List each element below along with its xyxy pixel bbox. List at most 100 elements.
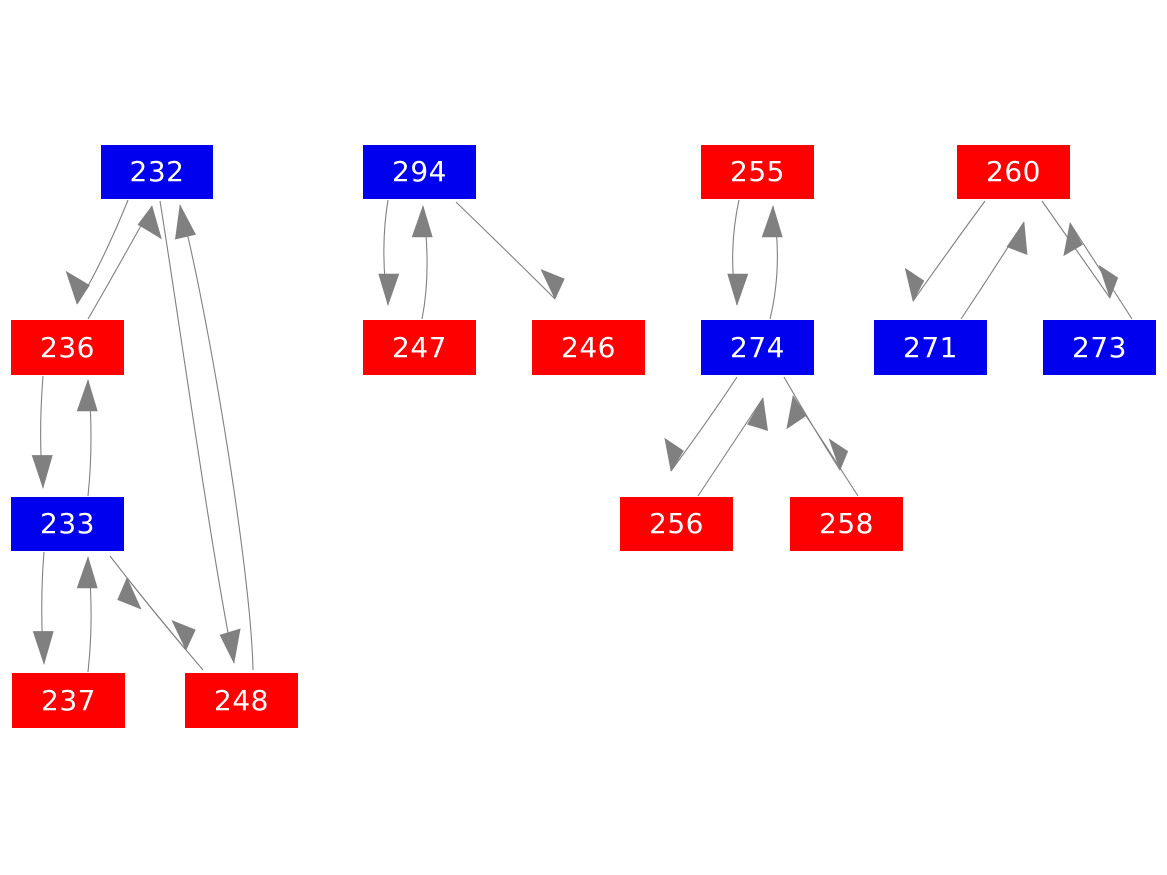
edge-arrowhead (117, 577, 142, 610)
graph-node-273[interactable]: 273 (1043, 320, 1156, 375)
e-294-246 (455, 201, 565, 300)
graph-node-label: 248 (214, 683, 269, 717)
e-233-237 (32, 551, 54, 666)
edge-arrowhead (904, 267, 925, 302)
graph-node-label: 232 (129, 155, 185, 188)
graph-node-236[interactable]: 236 (11, 320, 124, 375)
edge-line (792, 395, 859, 497)
e-271-260 (960, 221, 1028, 320)
graph-node-256[interactable]: 256 (620, 497, 733, 551)
edge-arrowhead (1063, 222, 1083, 257)
edge-line (76, 199, 129, 305)
edge-arrowhead (76, 556, 98, 589)
e-260-273 (1041, 200, 1119, 299)
graph-node-294[interactable]: 294 (363, 145, 476, 199)
graph-node-label: 247 (392, 330, 447, 364)
edge-arrowhead (747, 397, 769, 431)
edge-line (41, 551, 45, 665)
edge-line (383, 199, 389, 306)
graph-node-271[interactable]: 271 (874, 320, 987, 375)
e-256-274 (697, 397, 769, 497)
graph-node-232[interactable]: 232 (101, 145, 213, 199)
edge-arrowhead (761, 205, 783, 238)
edge-arrowhead (31, 455, 53, 490)
graph-node-label: 236 (40, 330, 95, 364)
edge-line (732, 199, 740, 306)
graph-node-248[interactable]: 248 (185, 673, 298, 728)
graph-node-233[interactable]: 233 (11, 497, 124, 551)
edge-arrowhead (664, 437, 684, 472)
edge-line (87, 379, 92, 497)
edge-line (697, 397, 764, 497)
edge-line (109, 555, 187, 651)
graph-node-label: 271 (903, 330, 958, 364)
graph-node-246[interactable]: 246 (532, 320, 645, 375)
edge-arrowhead (174, 204, 196, 240)
edge-arrowhead (76, 379, 98, 412)
edge-arrowhead (32, 631, 54, 666)
e-236-232 (87, 205, 162, 320)
e-255-274 (727, 199, 749, 306)
graph-node-label: 294 (392, 155, 447, 188)
e-260-271 (904, 200, 986, 302)
edge-arrowhead (727, 273, 749, 306)
edge-line (670, 376, 738, 472)
edge-line (87, 205, 153, 320)
edge-line (87, 556, 92, 673)
graph-node-label: 256 (649, 507, 704, 540)
edge-line (40, 375, 44, 489)
e-232-248 (159, 200, 241, 664)
edge-line (960, 221, 1025, 320)
e-274-256 (664, 376, 738, 472)
edge-arrowhead (378, 273, 400, 306)
edge-line (769, 205, 778, 320)
edge-line (1069, 222, 1133, 320)
graph-node-247[interactable]: 247 (363, 320, 476, 375)
edge-arrowhead (786, 395, 806, 430)
e-258-274 (786, 395, 859, 497)
e-233-248 (109, 555, 196, 651)
e-248-232 (174, 204, 254, 671)
edge-line (1041, 200, 1111, 299)
graph-node-label: 260 (986, 155, 1041, 188)
edge-line (179, 204, 254, 671)
e-233-236 (76, 379, 98, 497)
graph-node-label: 273 (1072, 330, 1127, 364)
graph-node-label: 258 (819, 507, 874, 540)
edge-line (421, 205, 428, 320)
e-273-260 (1063, 222, 1133, 320)
graph-node-255[interactable]: 255 (701, 145, 814, 199)
e-232-236 (65, 199, 129, 305)
edge-arrowhead (411, 205, 433, 238)
e-236-233 (31, 375, 53, 490)
edge-arrowhead (137, 205, 162, 240)
e-294-247 (378, 199, 400, 306)
edge-arrowhead (171, 619, 196, 651)
edge-arrowhead (540, 268, 565, 300)
edge-arrowhead (828, 438, 849, 471)
edge-arrowhead (65, 270, 90, 305)
graph-node-260[interactable]: 260 (957, 145, 1070, 199)
graph-node-label: 237 (41, 683, 96, 717)
graph-node-237[interactable]: 237 (12, 673, 125, 728)
graph-node-label: 274 (730, 330, 785, 364)
graph-node-274[interactable]: 274 (701, 320, 814, 375)
edge-line (126, 577, 204, 671)
e-274-258 (783, 376, 849, 471)
edge-line (912, 200, 986, 302)
graph-node-label: 255 (730, 155, 785, 188)
e-247-294 (411, 205, 433, 320)
graph-node-label: 246 (561, 330, 616, 364)
edge-line (783, 376, 841, 471)
e-248-233 (117, 577, 204, 671)
edge-arrowhead (219, 628, 241, 664)
edge-arrowhead (1098, 264, 1119, 299)
graph-node-label: 233 (40, 507, 95, 540)
edge-line (455, 201, 556, 300)
e-237-233 (76, 556, 98, 673)
graph-node-258[interactable]: 258 (790, 497, 903, 551)
edge-arrowhead (1006, 221, 1028, 256)
e-274-255 (761, 205, 783, 320)
